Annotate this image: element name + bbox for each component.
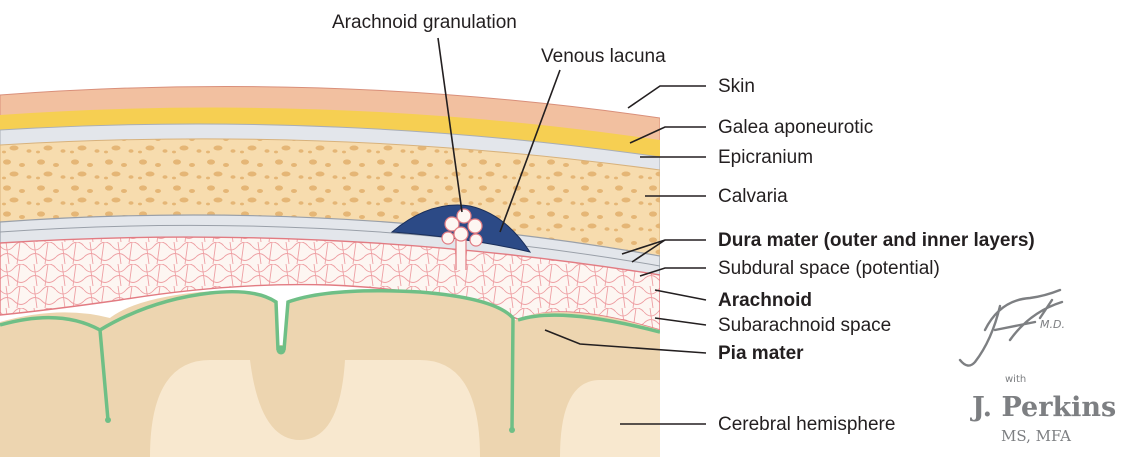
label-arachnoid-granulation: Arachnoid granulation xyxy=(332,12,517,33)
label-subdural-space: Subdural space (potential) xyxy=(718,258,940,279)
label-galea: Galea aponeurotic xyxy=(718,117,873,138)
label-skin: Skin xyxy=(718,76,755,97)
signature-with: with xyxy=(1005,374,1026,385)
label-subarachnoid-space: Subarachnoid space xyxy=(718,315,891,336)
label-calvaria: Calvaria xyxy=(718,186,788,207)
label-dura-mater: Dura mater (outer and inner layers) xyxy=(718,230,1035,251)
netter-signature-logo: M.D. xyxy=(960,290,1065,366)
signature-name: J. Perkins xyxy=(970,392,1116,423)
svg-text:M.D.: M.D. xyxy=(1040,318,1065,331)
label-venous-lacuna: Venous lacuna xyxy=(541,46,666,67)
anatomy-illustration xyxy=(0,86,660,457)
label-cerebral-hemisphere: Cerebral hemisphere xyxy=(718,414,895,435)
label-pia-mater: Pia mater xyxy=(718,343,804,364)
label-arachnoid: Arachnoid xyxy=(718,290,812,311)
signature-credentials: MS, MFA xyxy=(1001,427,1071,445)
label-epicranium: Epicranium xyxy=(718,147,813,168)
